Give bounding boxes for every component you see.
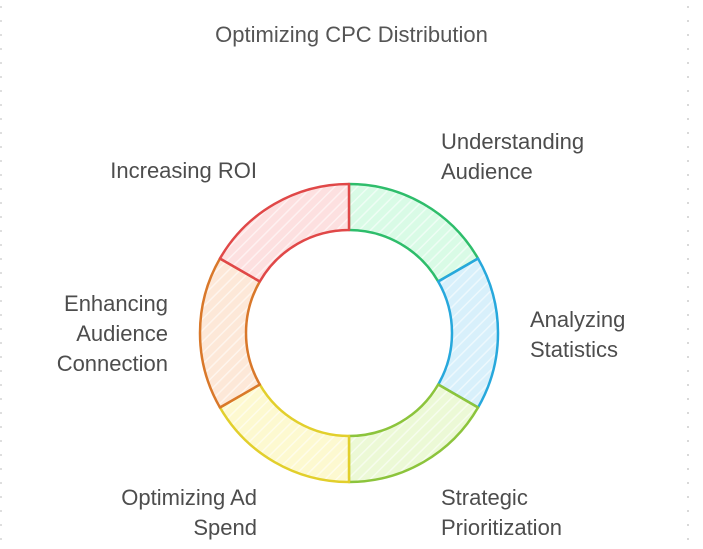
label-line: Audience — [441, 159, 533, 184]
ring-segment — [347, 182, 480, 283]
label-line: Statistics — [530, 337, 619, 362]
ring-segment — [198, 257, 262, 409]
ring-segment — [436, 257, 500, 409]
label-line: Connection — [56, 351, 168, 376]
label-line: Strategic — [441, 485, 528, 510]
label-optimizing-ad-spend: Optimizing Ad Spend — [121, 483, 257, 543]
label-analyzing-statistics: Analyzing Statistics — [530, 305, 625, 365]
label-line: Prioritization — [441, 515, 563, 540]
ring-segment — [218, 383, 351, 484]
label-line: Understanding — [441, 129, 585, 154]
dotted-border-left — [0, 0, 2, 549]
label-line: Spend — [193, 515, 257, 540]
label-understanding-audience: Understanding Audience — [441, 127, 584, 187]
label-line: Increasing ROI — [110, 158, 257, 183]
label-strategic-prioritization: Strategic Prioritization — [441, 483, 562, 543]
ring-segment — [347, 383, 480, 484]
label-line: Analyzing — [530, 307, 626, 332]
label-line: Optimizing Ad — [121, 485, 257, 510]
label-enhancing-audience-connection: Enhancing Audience Connection — [57, 289, 168, 379]
diagram-title: Optimizing CPC Distribution — [215, 22, 488, 47]
ring-segment — [218, 182, 351, 283]
label-line: Audience — [76, 321, 168, 346]
label-increasing-roi: Increasing ROI — [110, 156, 257, 186]
dotted-border-right — [687, 0, 689, 549]
label-line: Enhancing — [64, 291, 168, 316]
